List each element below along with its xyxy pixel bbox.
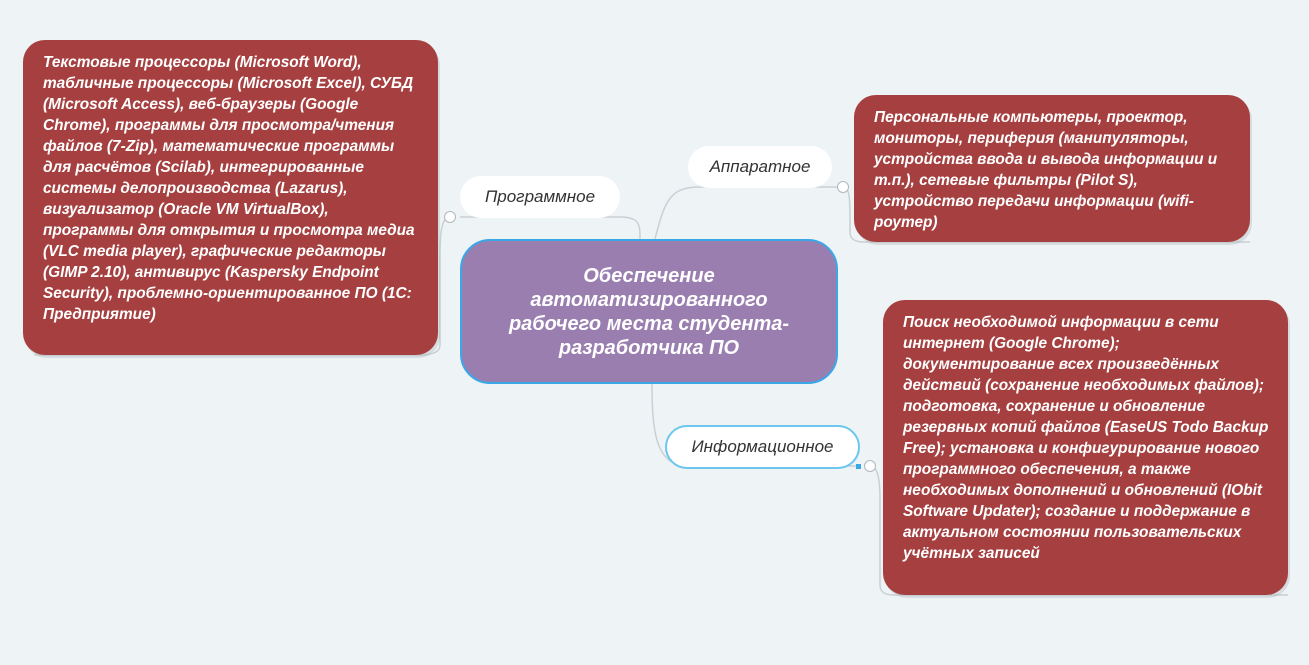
branch-information[interactable]: Информационное (665, 425, 860, 469)
collapse-knob-hardware[interactable] (837, 181, 849, 193)
central-topic-title: Обеспечение автоматизированного рабочего… (508, 264, 790, 359)
connector-central-software (460, 216, 641, 240)
collapse-knob-information[interactable] (864, 460, 876, 472)
detail-hardware[interactable]: Персональные компьютеры, проектор, монит… (854, 95, 1250, 242)
collapse-knob-software[interactable] (444, 211, 456, 223)
detail-software-text: Текстовые процессоры (Microsoft Word), т… (43, 54, 415, 323)
detail-hardware-text: Персональные компьютеры, проектор, монит… (874, 109, 1218, 231)
central-topic[interactable]: Обеспечение автоматизированного рабочего… (460, 239, 838, 384)
detail-information-text: Поиск необходимой информации в сети инте… (903, 314, 1269, 562)
branch-hardware[interactable]: Аппаратное (688, 146, 832, 188)
connector-central-hardware (654, 186, 840, 240)
branch-software-label: Программное (484, 187, 596, 206)
branch-software[interactable]: Программное (460, 176, 620, 218)
selection-handle[interactable] (856, 464, 861, 469)
branch-hardware-label: Аппаратное (709, 157, 811, 176)
detail-software[interactable]: Текстовые процессоры (Microsoft Word), т… (23, 40, 438, 355)
detail-information[interactable]: Поиск необходимой информации в сети инте… (883, 300, 1288, 595)
branch-information-label: Информационное (691, 437, 834, 456)
